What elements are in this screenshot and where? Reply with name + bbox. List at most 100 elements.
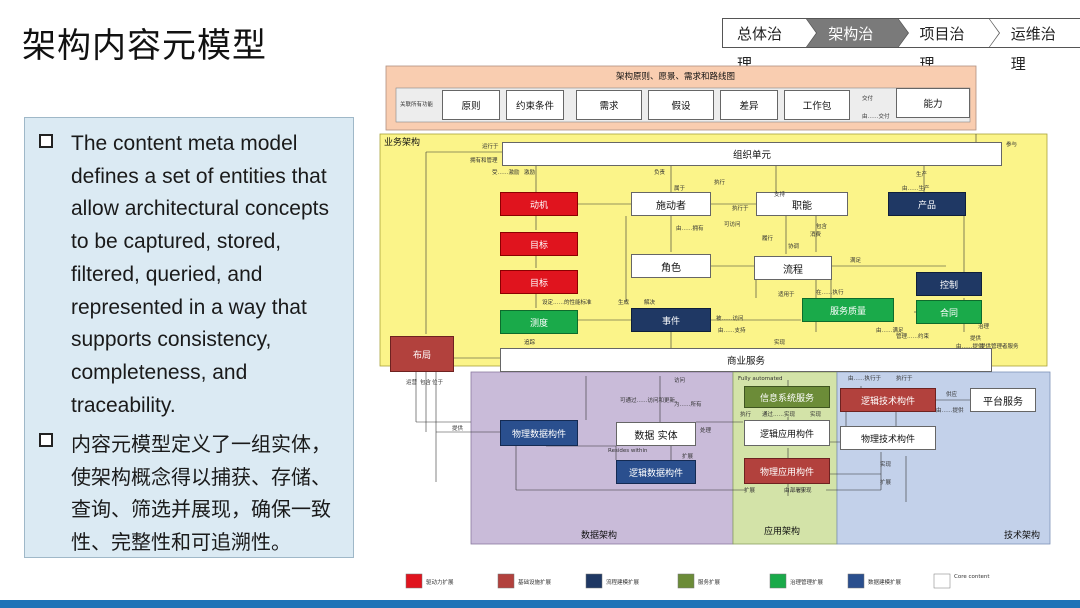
location-box: 布局 bbox=[390, 336, 454, 372]
nav-step-overall[interactable]: 总体治理 bbox=[722, 18, 818, 73]
legend-swatch-infrastructure bbox=[497, 573, 515, 589]
edge-label-motivates: 激励 bbox=[524, 170, 536, 176]
product-box: 产品 bbox=[888, 192, 966, 216]
logical-data-component-box: 逻辑数据构件 bbox=[616, 460, 696, 484]
edge-label-participates: 参与 bbox=[1006, 142, 1018, 148]
legend-swatch-core bbox=[933, 573, 951, 589]
legend-label-governance: 治理管理扩展 bbox=[790, 580, 824, 586]
legend-label-driver: 驱动力扩展 bbox=[426, 580, 454, 586]
business-architecture-label: 业务架构 bbox=[384, 138, 421, 148]
checkbox-bullet-icon bbox=[39, 433, 53, 448]
data-edge-owned: 为……所有 bbox=[674, 402, 702, 408]
requirement-box: 需求 bbox=[576, 90, 642, 120]
event-box: 事件 bbox=[631, 308, 711, 332]
work-package-box: 工作包 bbox=[784, 90, 850, 120]
function-box: 职能 bbox=[756, 192, 848, 216]
edge-label-meets: 满足 bbox=[850, 258, 862, 264]
edge-label-coordinates: 协调 bbox=[788, 244, 800, 250]
bullet-text-chinese: 内容元模型定义了一组实体，使架构概念得以捕获、存储、查询、筛选并展现，确保一致性… bbox=[71, 432, 331, 554]
edge-label-provided-by: 由……提供 bbox=[956, 344, 984, 350]
role-box: 角色 bbox=[631, 254, 711, 278]
edge-label-fulfils: 履行 bbox=[762, 236, 774, 242]
data-entity-box: 数据 实体 bbox=[616, 422, 696, 446]
top-band-title: 架构原则、愿景、需求和路线图 bbox=[616, 72, 736, 82]
measure-box: 测度 bbox=[500, 310, 578, 334]
edge-label-sets-performance: 设定……的性能标准 bbox=[542, 300, 592, 306]
contract-box: 合同 bbox=[916, 300, 982, 324]
deliver-label: 交付 bbox=[862, 96, 874, 102]
tech-edge-extends: 扩展 bbox=[880, 480, 892, 486]
information-system-service-box: 信息系统服务 bbox=[744, 386, 830, 408]
edge-label-manages-constraint: 管理……约束 bbox=[896, 334, 930, 340]
edge-label-consumes: 消费 bbox=[810, 232, 822, 238]
edge-label-provides: 提供 bbox=[970, 336, 982, 342]
left-label-operate: 运营 bbox=[406, 380, 418, 386]
app-edge-extends: 扩展 bbox=[744, 488, 756, 494]
edge-label-motivated: 受……激励 bbox=[492, 170, 520, 176]
data-edge-provides: 提供 bbox=[452, 426, 464, 432]
left-label-located: 位于 bbox=[432, 380, 444, 386]
edge-label-supports: 支持 bbox=[774, 192, 786, 198]
left-label-contains: 包含 bbox=[420, 380, 432, 386]
business-band-bg bbox=[379, 133, 1048, 367]
physical-technology-component-box: 物理技术构件 bbox=[840, 426, 936, 450]
connector-lines bbox=[415, 134, 977, 502]
edge-label-realizes: 实现 bbox=[774, 340, 786, 346]
tech-edge-executed-on: 由……执行于 bbox=[848, 376, 882, 382]
data-architecture-label: 数据架构 bbox=[581, 531, 618, 541]
top-band-side-label: 关联所有功能 bbox=[400, 102, 434, 108]
bullet-english: The content meta model defines a set of … bbox=[39, 128, 341, 422]
edge-label-generates: 生成 bbox=[618, 300, 630, 306]
resides-within-label: Resides within bbox=[608, 448, 648, 454]
bullet-chinese: 内容元模型定义了一组实体，使架构概念得以捕获、存储、查询、筛选并展现，确保一致性… bbox=[39, 428, 341, 558]
edge-label-applies-to: 适用于 bbox=[778, 292, 795, 298]
checkbox-bullet-icon bbox=[39, 134, 53, 148]
data-edge-processes: 处理 bbox=[700, 428, 712, 434]
data-edge-realized-by: 由……实现 bbox=[784, 488, 812, 494]
edge-label-produced-by: 由……生产 bbox=[902, 186, 930, 192]
edge-label-contains: 包含 bbox=[816, 224, 828, 230]
edge-label-met-by: 由……满足 bbox=[876, 328, 904, 334]
content-metamodel-diagram: 架构原则、愿景、需求和路线图 关联所有功能 原则 约束条件 需求 假设 差异 工… bbox=[376, 62, 1056, 598]
objective-box: 目标 bbox=[500, 270, 578, 294]
data-band-bg bbox=[470, 371, 734, 545]
edge-label-tracks: 追踪 bbox=[524, 340, 536, 346]
edge-label-provides-governed: 提供管理者服务 bbox=[980, 344, 1019, 350]
legend-label-core: Core content bbox=[954, 574, 990, 580]
business-service-box: 商业服务 bbox=[500, 348, 992, 372]
capability-box: 能力 bbox=[896, 88, 970, 118]
edge-label-supported-by: 由……支持 bbox=[718, 328, 746, 334]
physical-data-component-box: 物理数据构件 bbox=[500, 420, 578, 446]
edge-label-executes-at: 在……执行 bbox=[816, 290, 844, 296]
logical-application-component-box: 逻辑应用构件 bbox=[744, 420, 830, 446]
edge-label-accessible: 可访问 bbox=[724, 222, 741, 228]
legend-swatch-service bbox=[677, 573, 695, 589]
edge-label-executes-on: 执行于 bbox=[732, 206, 749, 212]
tech-edge-executes-on: 执行于 bbox=[896, 376, 913, 382]
platform-service-box: 平台服务 bbox=[970, 388, 1036, 412]
data-edge-access: 访问 bbox=[674, 378, 686, 384]
logical-technology-component-box: 逻辑技术构件 bbox=[840, 388, 936, 412]
bullet-text-english: The content meta model defines a set of … bbox=[71, 132, 329, 417]
technology-architecture-label: 技术架构 bbox=[1004, 531, 1041, 541]
app-edge-realizes: 实现 bbox=[810, 412, 822, 418]
legend-label-process: 流程建模扩展 bbox=[606, 580, 640, 586]
legend-swatch-driver bbox=[405, 573, 423, 589]
edge-label-resolves: 解决 bbox=[644, 300, 656, 306]
org-unit-box: 组织单元 bbox=[502, 142, 1002, 166]
nav-step-operations[interactable]: 运维治理 bbox=[988, 18, 1080, 73]
page-title: 架构内容元模型 bbox=[22, 26, 267, 66]
data-edge-extends: 扩展 bbox=[682, 454, 694, 460]
process-box: 流程 bbox=[754, 256, 832, 280]
constraint-box: 约束条件 bbox=[506, 90, 564, 120]
legend-swatch-process bbox=[585, 573, 603, 589]
actor-box: 施动者 bbox=[631, 192, 711, 216]
control-box: 控制 bbox=[916, 272, 982, 296]
app-edge-executes: 执行 bbox=[740, 412, 752, 418]
edge-label-operates: 运行于 bbox=[482, 144, 499, 150]
nav-step-architecture[interactable]: 架构治理 bbox=[806, 18, 909, 73]
nav-step-project[interactable]: 项目治理 bbox=[897, 18, 1001, 73]
service-quality-box: 服务质量 bbox=[802, 298, 894, 322]
fully-automated-label: Fully automated bbox=[738, 376, 783, 382]
